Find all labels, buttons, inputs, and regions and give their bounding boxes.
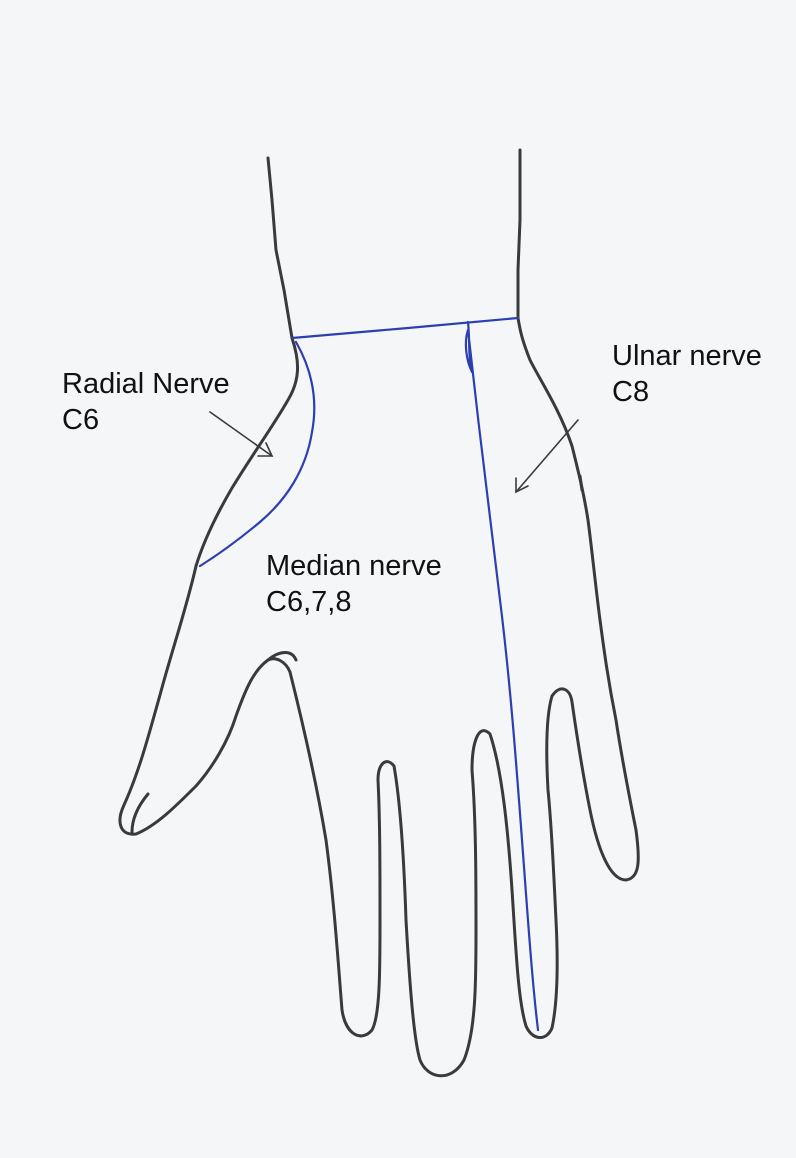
ulnar-nerve-root: C8 [612,374,762,410]
ulnar-nerve-name: Ulnar nerve [612,338,762,374]
ulnar-tick [580,476,582,490]
median-nerve-label: Median nerve C6,7,8 [266,548,442,620]
thumb-outline [120,566,290,834]
ulnar-nerve-label: Ulnar nerve C8 [612,338,762,410]
forearm-left-edge [268,158,292,338]
median-nerve-name: Median nerve [266,548,442,584]
thumb-nail [132,794,148,832]
wrist-crease-line [292,318,518,338]
pointer-arrows [210,412,578,492]
index-finger [290,318,638,1076]
forearm-right-edge [518,150,520,318]
radial-nerve-name: Radial Nerve [62,366,230,402]
radial-nerve-label: Radial Nerve C6 [62,366,230,438]
nerve-boundaries [200,318,538,1030]
median-nerve-root: C6,7,8 [266,584,442,620]
radial-nerve-root: C6 [62,402,230,438]
ulnar-arrow-shaft [516,420,578,492]
